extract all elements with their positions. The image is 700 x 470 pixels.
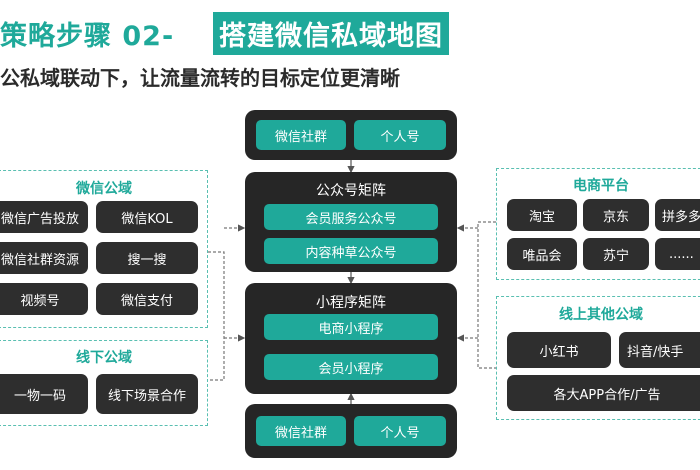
ecommerce-section — [496, 168, 700, 280]
offline-public-section — [0, 340, 208, 426]
official-matrix-item: 内容种草公众号 — [264, 238, 438, 264]
official-matrix-title: 公众号矩阵 — [316, 183, 386, 199]
mini-matrix-item: 电商小程序 — [264, 314, 438, 340]
wechat-public-title: 微信公域 — [76, 181, 132, 197]
title-prefix: 策略步骤 02- — [0, 21, 175, 52]
online-other-title: 线上其他公域 — [559, 307, 643, 323]
ecommerce-title: 电商平台 — [573, 178, 629, 194]
online-other-section — [496, 296, 700, 420]
wechat-public-item: 微信社群资源 — [0, 242, 88, 274]
left-connector — [208, 251, 225, 381]
offline-public-item: 线下场景合作 — [96, 374, 198, 414]
ecommerce-item: 拼多多 — [655, 199, 700, 231]
mini-matrix-item: 会员小程序 — [264, 354, 438, 380]
ecommerce-item: 淘宝 — [507, 199, 577, 231]
ecommerce-item: 唯品会 — [507, 238, 577, 270]
wechat-public-item: 微信KOL — [96, 201, 198, 233]
wechat-public-item: 搜一搜 — [96, 242, 198, 274]
right-connector — [477, 221, 496, 369]
ecommerce-item: 苏宁 — [583, 238, 649, 270]
ecommerce-item: 京东 — [583, 199, 649, 231]
offline-public-title: 线下公域 — [76, 350, 132, 366]
online-other-item: 抖音/快手 — [619, 332, 700, 368]
online-other-item: 各大APP合作/广告 — [507, 375, 700, 411]
official-matrix-item: 会员服务公众号 — [264, 204, 438, 230]
center-bottom-item: 微信社群 — [256, 416, 346, 446]
wechat-public-section — [0, 170, 208, 328]
subtitle: 公私域联动下，让流量流转的目标定位更清晰 — [0, 66, 400, 90]
center-top-item: 微信社群 — [256, 120, 346, 150]
mini-matrix-title: 小程序矩阵 — [316, 295, 386, 311]
wechat-public-item: 视频号 — [0, 283, 88, 315]
title-highlight: 搭建微信私域地图 — [213, 12, 449, 55]
wechat-public-item: 微信支付 — [96, 283, 198, 315]
online-other-item: 小红书 — [507, 332, 611, 368]
ecommerce-item: ...... — [655, 238, 700, 270]
center-bottom-item: 个人号 — [354, 416, 446, 446]
offline-public-item: 一物一码 — [0, 374, 88, 414]
wechat-public-item: 微信广告投放 — [0, 201, 88, 233]
center-top-item: 个人号 — [354, 120, 446, 150]
